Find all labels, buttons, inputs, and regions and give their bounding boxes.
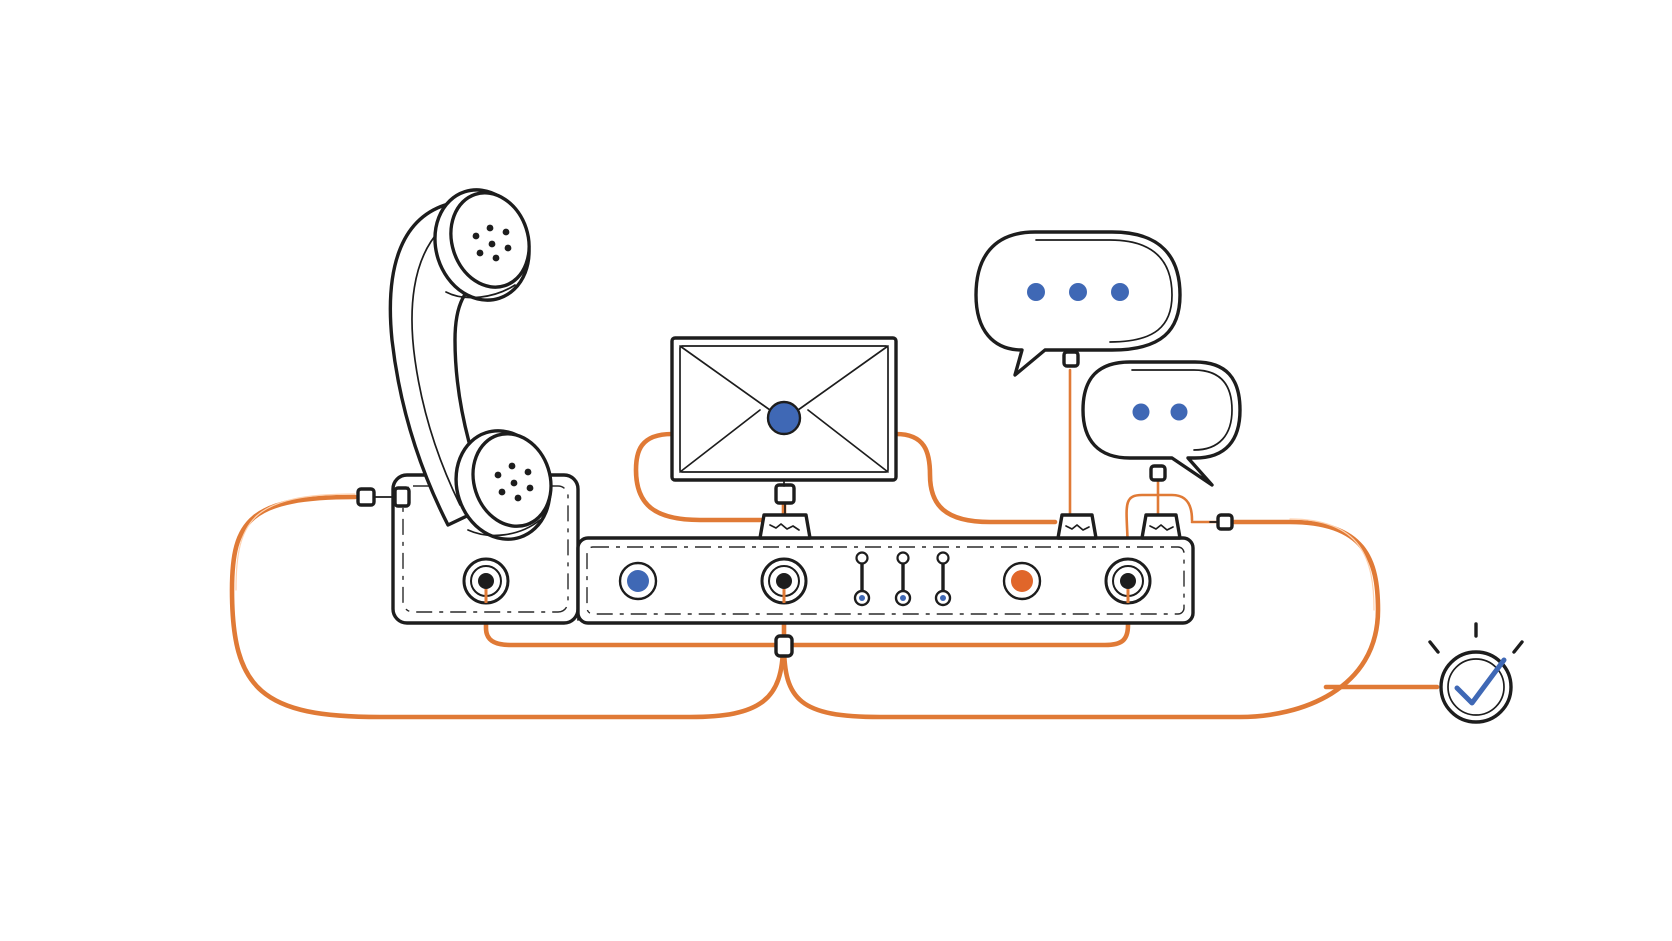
wire-bottom-rail — [483, 582, 1131, 648]
wire-left-loop — [229, 494, 786, 720]
envelope-seal — [766, 400, 802, 436]
indicator-light-blue — [618, 561, 658, 601]
slider-control[interactable] — [894, 551, 912, 607]
jack-port[interactable] — [1104, 557, 1152, 605]
jack-ring — [478, 573, 494, 589]
typing-dot — [1069, 283, 1087, 301]
slider-control[interactable] — [853, 551, 871, 607]
typing-dots — [1132, 403, 1188, 421]
plug-left — [356, 487, 376, 507]
typing-dots — [1027, 283, 1129, 301]
wire-envelope-right — [893, 431, 1058, 525]
typing-dot — [1132, 403, 1150, 421]
jack-port[interactable] — [462, 557, 510, 605]
jack-ring — [1120, 573, 1136, 589]
connector-blocks — [758, 483, 1234, 658]
connector-block — [758, 483, 812, 540]
slider-control[interactable] — [934, 551, 952, 607]
cable-clip — [774, 634, 794, 658]
chat-bubble-icon[interactable] — [974, 230, 1182, 377]
wire-right-joiner — [1125, 493, 1194, 562]
chat-bubble-icon[interactable] — [1081, 360, 1242, 487]
typing-dot — [1111, 283, 1129, 301]
wire-right-loop — [781, 519, 1381, 720]
wire-envelope-left — [633, 431, 765, 523]
telephone-handset-icon[interactable] — [388, 178, 563, 552]
connector-block — [1056, 513, 1098, 540]
connection-wires — [229, 368, 1440, 720]
jack-port[interactable] — [760, 557, 808, 605]
envelope-icon[interactable] — [670, 336, 898, 487]
switch-panel — [576, 536, 1195, 625]
check-circle-icon[interactable] — [1428, 622, 1524, 724]
indicator-light-orange — [1002, 561, 1042, 601]
slider-group — [853, 551, 952, 607]
typing-dot — [1170, 403, 1188, 421]
connector-block — [1140, 513, 1182, 540]
plug-right — [1209, 513, 1234, 531]
jack-ring — [776, 573, 792, 589]
typing-dot — [1027, 283, 1045, 301]
